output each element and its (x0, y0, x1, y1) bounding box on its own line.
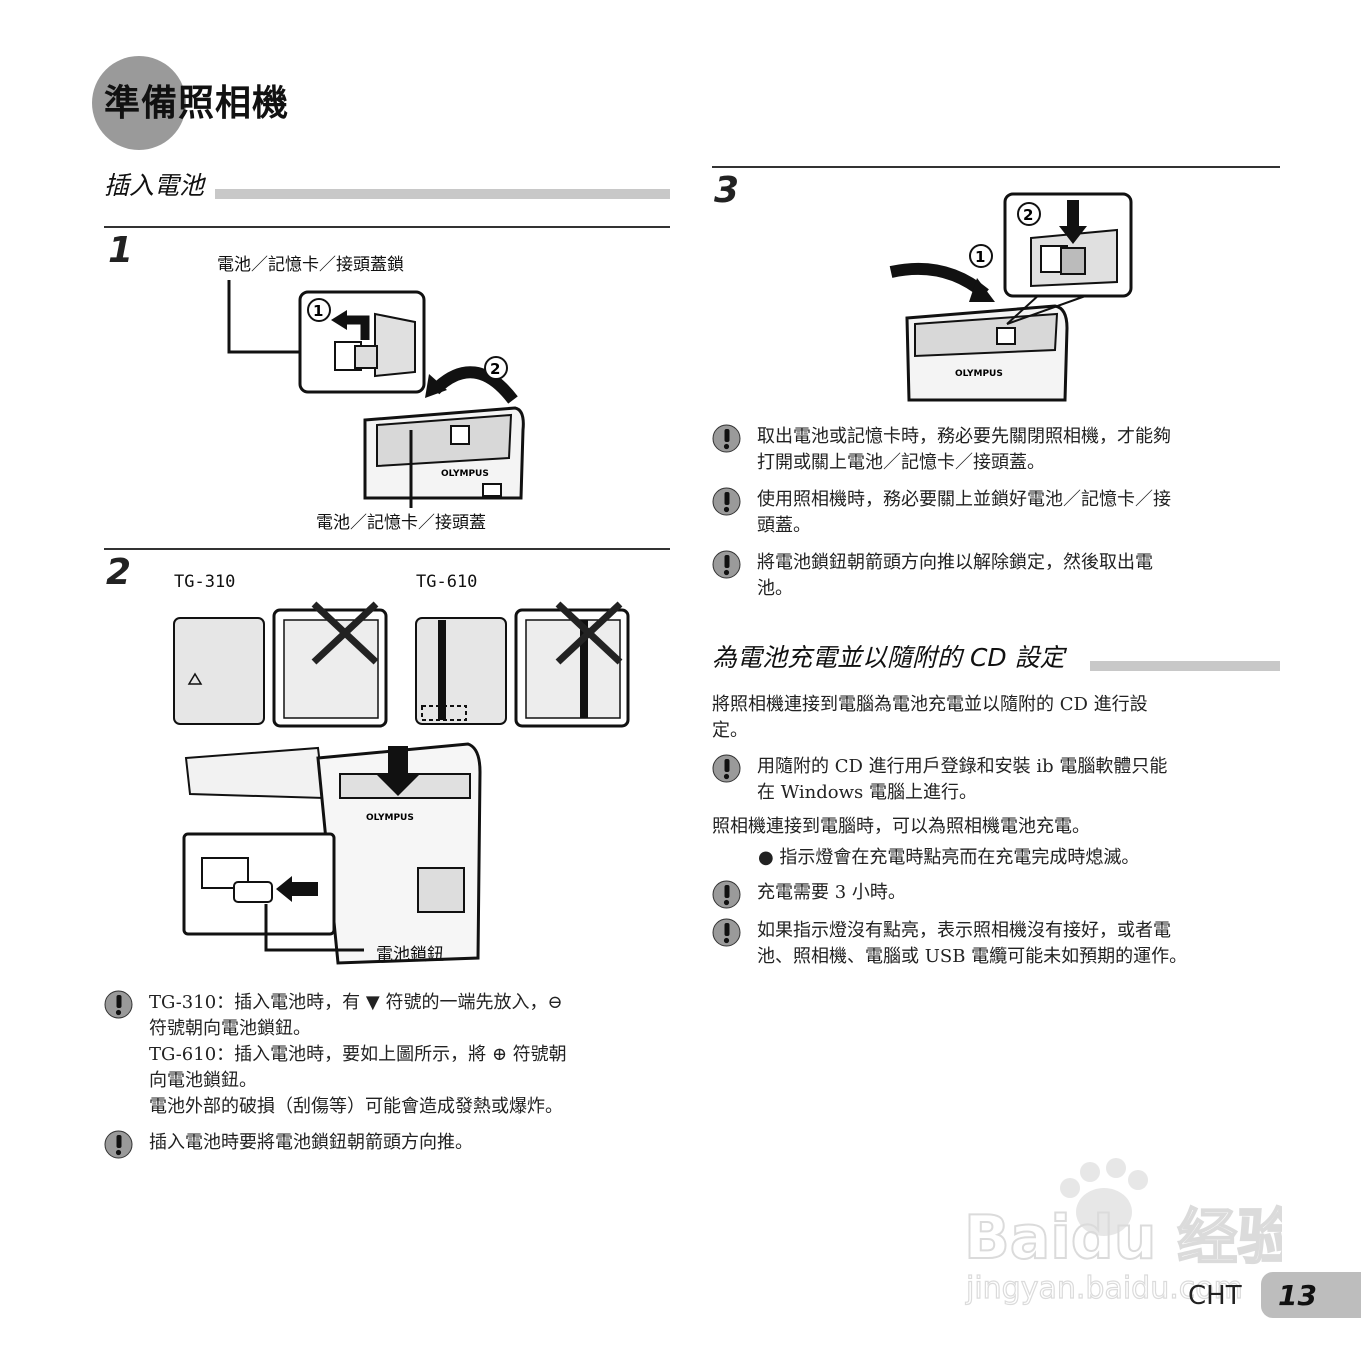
language-tag: CHT (1188, 1281, 1242, 1311)
caution-icon (712, 918, 741, 947)
note-charge-time: 充電需要 3 小時。 (712, 880, 1280, 909)
caution-icon (712, 550, 741, 579)
caution-icon (712, 754, 741, 783)
watermark-url: jingyan.baidu.com (965, 1271, 1243, 1306)
page-number: 13 (1278, 1279, 1317, 1312)
intro-paragraph: 將照相機連接到電腦為電池充電並以隨附的 CD 進行設 定。 (712, 692, 1280, 744)
step-number-3: 3 (714, 170, 740, 211)
note-indicator-off: 如果指示燈沒有點亮，表示照相機沒有接好，或者電 池、照相機、電腦或 USB 電纜… (712, 918, 1280, 970)
step1-diagram: OLYMPUS 1 2 (227, 280, 525, 508)
step-divider (712, 166, 1280, 168)
brand-text: OLYMPUS (441, 469, 489, 479)
charging-paragraph: 照相機連接到電腦時，可以為照相機電池充電。 (712, 816, 1090, 837)
section-heading-bar (1090, 661, 1280, 671)
note-windows-only: 用隨附的 CD 進行用戶登錄和安裝 ib 電腦軟體只能 在 Windows 電腦… (712, 754, 1280, 806)
note-line: 用隨附的 CD 進行用戶登錄和安裝 ib 電腦軟體只能 (757, 756, 1168, 777)
note-line: 符號朝向電池鎖鈕。 (149, 1018, 311, 1039)
note-line: 池。 (757, 578, 793, 599)
note-line: 打開或關上電池／記憶卡／接頭蓋。 (757, 452, 1045, 473)
step2-diagram: OLYMPUS (173, 601, 630, 965)
step-number-1: 1 (108, 230, 134, 271)
caution-icon (712, 487, 741, 516)
label-battery-lock-knob: 電池鎖鈕 (376, 945, 444, 965)
section-heading-bar (215, 189, 670, 199)
note-line: TG-310：插入電池時，有 ▼ 符號的一端先放入，⊖ (149, 992, 563, 1013)
step3-diagram: OLYMPUS 1 2 (889, 192, 1133, 402)
note-line: 頭蓋。 (757, 515, 811, 536)
intro-line: 將照相機連接到電腦為電池充電並以隨附的 CD 進行設 (712, 694, 1148, 715)
note-battery-orientation: TG-310：插入電池時，有 ▼ 符號的一端先放入，⊖ 符號朝向電池鎖鈕。 TG… (104, 990, 670, 1120)
model-label-tg610: TG-610 (416, 572, 478, 592)
title-circle-decoration (92, 56, 186, 150)
section-heading-insert-battery: 插入電池 (104, 171, 205, 200)
note-line: 向電池鎖鈕。 (149, 1070, 257, 1091)
indicator-bullet: ● 指示燈會在充電時點亮而在充電完成時熄滅。 (758, 847, 1140, 868)
label-cover: 電池／記憶卡／接頭蓋 (316, 513, 486, 533)
page-number-box (1261, 1272, 1361, 1318)
note-close-lock-cover: 使用照相機時，務必要關上並鎖好電池／記憶卡／接 頭蓋。 (712, 487, 1280, 539)
note-line: 電池外部的破損（刮傷等）可能會造成發熱或爆炸。 (149, 1096, 563, 1117)
intro-line: 定。 (712, 720, 748, 741)
marker-1: 1 (313, 302, 323, 320)
page-title: 準備照相機 (104, 83, 290, 124)
note-push-lock: 插入電池時要將電池鎖鈕朝箭頭方向推。 (104, 1130, 670, 1159)
note-line: 在 Windows 電腦上進行。 (757, 782, 977, 803)
baidu-watermark-logo: Baidu 经验 jingyan.baidu.com (963, 1158, 1282, 1307)
note-line: 取出電池或記憶卡時，務必要先關閉照相機，才能夠 (757, 426, 1171, 447)
note-line: 將電池鎖鈕朝箭頭方向推以解除鎖定，然後取出電 (757, 552, 1153, 573)
caution-icon (712, 424, 741, 453)
marker-1: 1 (975, 248, 985, 266)
brand-text: OLYMPUS (366, 813, 414, 823)
note-line: 如果指示燈沒有點亮，表示照相機沒有接好，或者電 (757, 920, 1171, 941)
section-heading-charge-cd: 為電池充電並以隨附的 CD 設定 (712, 643, 1065, 672)
step-divider (104, 226, 670, 228)
note-line: TG-610：插入電池時，要如上圖所示，將 ⊕ 符號朝 (149, 1044, 567, 1065)
note-release-lock: 將電池鎖鈕朝箭頭方向推以解除鎖定，然後取出電 池。 (712, 550, 1280, 602)
caution-icon (104, 990, 133, 1019)
note-line: 使用照相機時，務必要關上並鎖好電池／記憶卡／接 (757, 489, 1171, 510)
step-number-2: 2 (106, 552, 132, 593)
note-turn-off-first: 取出電池或記憶卡時，務必要先關閉照相機，才能夠 打開或關上電池／記憶卡／接頭蓋。 (712, 424, 1280, 476)
note-line: 池、照相機、電腦或 USB 電纜可能未如預期的運作。 (757, 946, 1188, 967)
model-label-tg310: TG-310 (174, 572, 236, 592)
step-divider (104, 548, 670, 550)
note-line: 充電需要 3 小時。 (757, 882, 906, 903)
marker-2: 2 (1023, 206, 1033, 224)
caution-icon (712, 880, 741, 909)
brand-text: OLYMPUS (955, 369, 1003, 379)
note-line: 插入電池時要將電池鎖鈕朝箭頭方向推。 (149, 1132, 473, 1153)
watermark-brand: Baidu 经验 (964, 1203, 1282, 1273)
caution-icon (104, 1130, 133, 1159)
marker-2: 2 (490, 360, 500, 378)
label-cover-lock: 電池／記憶卡／接頭蓋鎖 (217, 255, 404, 275)
